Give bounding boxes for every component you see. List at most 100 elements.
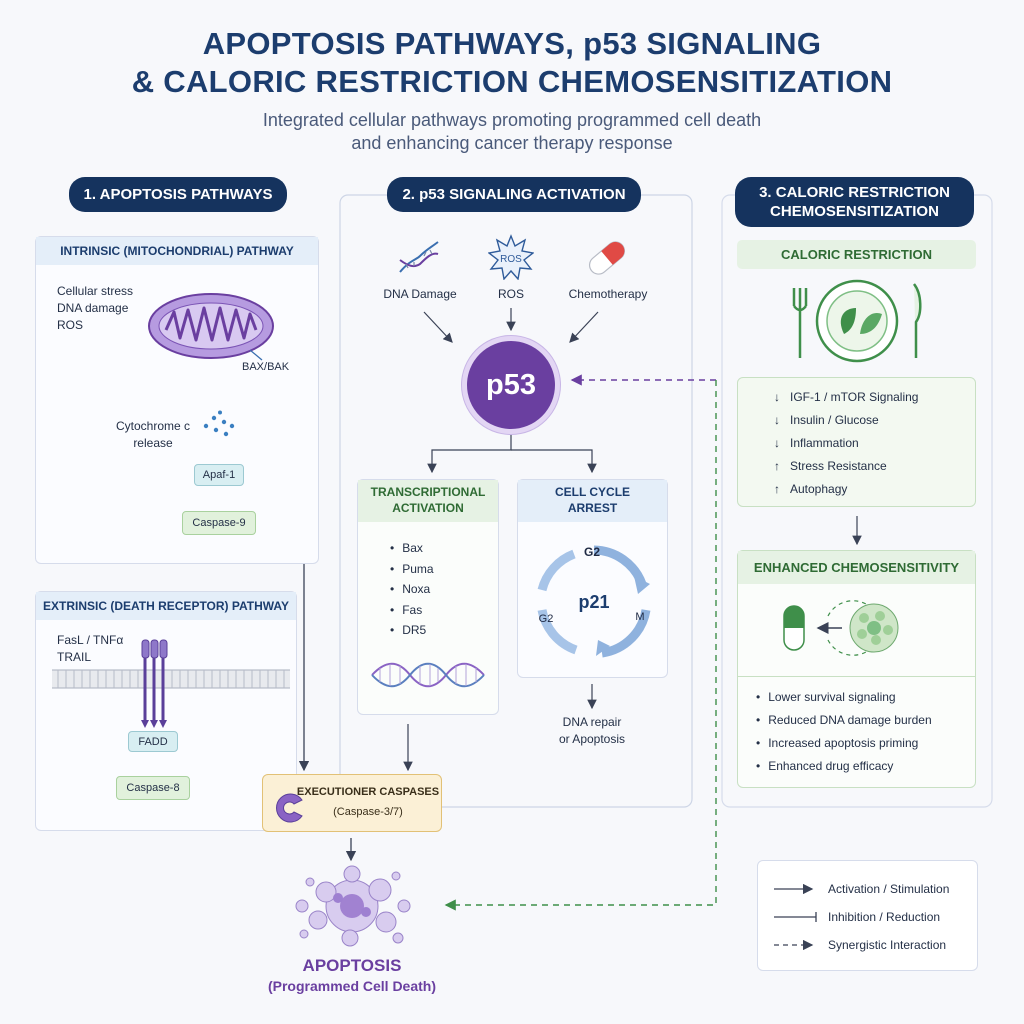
- subtitle-line-1: Integrated cellular pathways promoting p…: [262, 110, 762, 130]
- cytochrome-release-label: Cytochrome c release: [98, 418, 208, 452]
- extrinsic-heading: EXTRINSIC (DEATH RECEPTOR) PATHWAY: [36, 592, 296, 620]
- outcome-line-2: or Apoptosis: [558, 731, 626, 746]
- gene-puma: Puma: [390, 562, 433, 583]
- bax-pointer-icon: [249, 349, 263, 361]
- cell-cycle-heading: CELL CYCLE ARREST: [518, 480, 667, 522]
- trigger-ros: ROS: [57, 317, 84, 332]
- intrinsic-triggers: Cellular stress DNA damage ROS: [57, 283, 133, 333]
- title-line-2: & CALORIC RESTRICTION CHEMOSENSITIZATION: [131, 64, 893, 99]
- effect-text: IGF-1 / mTOR Signaling: [790, 390, 919, 404]
- transcriptional-heading-1: TRANSCRIPTIONAL: [370, 485, 486, 500]
- effect-inflammation: ↓ Inflammation: [774, 436, 918, 459]
- down-arrow-icon: ↓: [774, 436, 780, 450]
- trigger-cellular-stress: Cellular stress: [57, 284, 134, 298]
- mitochondrion-icon: [148, 293, 274, 359]
- g2-top-label: G2: [584, 545, 600, 559]
- cell-cycle-heading-2: ARREST: [567, 501, 618, 515]
- gene-dr5: DR5: [390, 623, 434, 644]
- cytochrome-line-2: release: [133, 435, 173, 450]
- dna-damage-icon: [399, 241, 439, 273]
- extrinsic-ligands: FasL / TNFα TRAIL: [57, 632, 123, 666]
- effect-insulin: ↓ Insulin / Glucose: [774, 413, 918, 436]
- inhibition-bar-icon: [774, 912, 817, 922]
- section2-heading: 2. p53 SIGNALING ACTIVATION: [387, 177, 641, 212]
- legend-inhibition: Inhibition / Reduction: [772, 903, 949, 931]
- intrinsic-heading: INTRINSIC (MITOCHONDRIAL) PATHWAY: [36, 237, 318, 265]
- outcome-apoptosis-priming: Increased apoptosis priming: [756, 736, 932, 759]
- ros-burst-icon: ROS: [488, 234, 534, 280]
- gene-bax: Bax: [390, 541, 434, 562]
- legend-activation: Activation / Stimulation: [772, 875, 949, 903]
- apoptotic-cell-icon: [295, 865, 411, 947]
- ros-icon-text: ROS: [500, 254, 522, 265]
- bax-bak-label: BAX/BAK: [242, 361, 290, 373]
- section1-heading: 1. APOPTOSIS PATHWAYS: [69, 177, 287, 212]
- executioner-title: EXECUTIONER CASPASES: [296, 786, 440, 798]
- effect-text: Autophagy: [790, 482, 848, 496]
- cr-effects-list: ↓ IGF-1 / mTOR Signaling ↓ Insulin / Gluco…: [774, 390, 918, 505]
- apoptosis-subtitle: (Programmed Cell Death): [267, 978, 437, 994]
- dna-helix-icon: [371, 662, 485, 688]
- caspase8-box: Caspase-8: [116, 776, 190, 800]
- effect-text: Insulin / Glucose: [790, 413, 879, 427]
- effect-igf1: ↓ IGF-1 / mTOR Signaling: [774, 390, 918, 413]
- effect-text: Stress Resistance: [790, 459, 887, 473]
- outcome-line-1: DNA repair: [562, 715, 622, 729]
- activation-arrow-icon: [774, 884, 814, 894]
- up-arrow-icon: ↑: [774, 482, 780, 496]
- transcriptional-heading: TRANSCRIPTIONAL ACTIVATION: [358, 480, 498, 522]
- cell-cycle-heading-1: CELL CYCLE: [554, 485, 631, 500]
- target-gene-list: Bax Puma Noxa Fas DR5: [390, 541, 434, 644]
- executioner-subtitle: (Caspase-3/7): [333, 806, 403, 818]
- legend: Activation / Stimulation Inhibition / Re…: [772, 875, 949, 959]
- cytochrome-dots-icon: [203, 410, 235, 437]
- plate-cutlery-icon: [792, 279, 922, 363]
- apoptosis-title: APOPTOSIS: [302, 956, 402, 975]
- section3-heading-2: CHEMOSENSITIZATION: [770, 203, 939, 220]
- ligand-line-2: TRAIL: [57, 649, 92, 664]
- cr-effects-panel: [737, 377, 976, 507]
- section3-heading-1: 3. CALORIC RESTRICTION: [759, 183, 950, 201]
- caloric-restriction-label: CALORIC RESTRICTION: [737, 240, 976, 269]
- down-arrow-icon: ↓: [774, 390, 780, 404]
- down-arrow-icon: ↓: [774, 413, 780, 427]
- section3-heading: 3. CALORIC RESTRICTION CHEMOSENSITIZATIO…: [735, 177, 974, 227]
- input-ros: ROS: [497, 287, 524, 301]
- enhanced-outcomes-list: Lower survival signaling Reduced DNA dam…: [756, 690, 932, 782]
- g2-left-label: G2: [539, 613, 554, 625]
- drug-tumor-icon: [783, 600, 899, 656]
- legend-panel: [757, 860, 978, 971]
- title-line-1: APOPTOSIS PATHWAYS, p53 SIGNALING: [202, 26, 822, 61]
- caspase9-box: Caspase-9: [182, 511, 256, 535]
- outcome-survival: Lower survival signaling: [756, 690, 932, 713]
- enhanced-heading: ENHANCED CHEMOSENSITIVITY: [738, 551, 975, 584]
- cytochrome-line-1: Cytochrome c: [115, 419, 191, 433]
- outcome-drug-efficacy: Enhanced drug efficacy: [756, 759, 932, 782]
- enhanced-divider: [737, 676, 976, 677]
- caspase-enzyme-icon: [276, 793, 303, 823]
- legend-synergy-label: Synergistic Interaction: [828, 938, 947, 952]
- chemotherapy-pill-icon: [588, 241, 626, 275]
- effect-text: Inflammation: [790, 436, 859, 450]
- gene-noxa: Noxa: [390, 582, 434, 603]
- outcome-dna-damage: Reduced DNA damage burden: [756, 713, 931, 736]
- effect-stress-resistance: ↑ Stress Resistance: [774, 459, 918, 482]
- synergy-dashed-icon: [774, 940, 814, 950]
- cell-cycle-outcome: DNA repair or Apoptosis: [540, 714, 644, 748]
- legend-activation-label: Activation / Stimulation: [828, 882, 950, 896]
- ligand-line-1: FasL / TNFα: [57, 633, 124, 647]
- trigger-dna-damage: DNA damage: [57, 300, 129, 315]
- up-arrow-icon: ↑: [774, 459, 780, 473]
- p53-node: p53: [462, 336, 560, 434]
- gene-fas: Fas: [390, 603, 434, 624]
- legend-synergy: Synergistic Interaction: [772, 931, 949, 959]
- cell-cycle-diagram-icon: p21 G2 G2 M: [537, 545, 651, 658]
- input-chemotherapy: Chemotherapy: [568, 287, 648, 301]
- effect-autophagy: ↑ Autophagy: [774, 482, 918, 505]
- p21-label: p21: [578, 592, 609, 612]
- input-dna-damage: DNA Damage: [383, 287, 457, 301]
- intrinsic-panel: [35, 236, 319, 564]
- subtitle-line-2: and enhancing cancer therapy response: [351, 133, 673, 153]
- legend-inhibition-label: Inhibition / Reduction: [828, 910, 941, 924]
- death-receptor-membrane-icon: [52, 639, 290, 728]
